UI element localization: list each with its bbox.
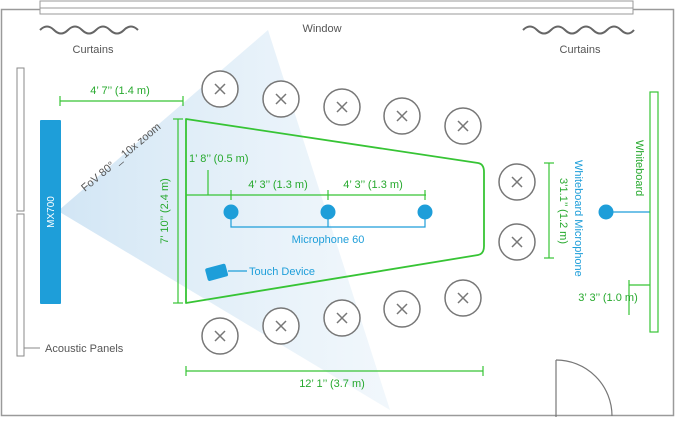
microphone-60-array bbox=[223, 204, 433, 228]
whiteboard-label: Whiteboard bbox=[633, 140, 645, 196]
microphone-dot-icon bbox=[320, 204, 336, 220]
dimension-whiteboard-mic-distance-label: 3’ 3’’ (1.0 m) bbox=[578, 292, 638, 304]
chairs-table-end bbox=[498, 163, 536, 261]
mx700-label: MX700 bbox=[46, 196, 57, 228]
chair-icon bbox=[262, 80, 300, 118]
dimension-whiteboard-mic-height bbox=[544, 162, 554, 259]
dimension-mic-spacing-1-label: 4’ 3’’ (1.3 m) bbox=[248, 179, 308, 191]
curtains-left-label: Curtains bbox=[73, 44, 114, 56]
door-swing-icon bbox=[555, 359, 613, 417]
chairs-top-row bbox=[201, 70, 482, 145]
conference-table bbox=[185, 118, 485, 304]
chair-icon bbox=[201, 70, 239, 108]
touch-device bbox=[205, 263, 247, 281]
camera-field-of-view bbox=[58, 30, 390, 410]
whiteboard-microphone bbox=[598, 204, 650, 220]
window-label: Window bbox=[302, 23, 341, 35]
whiteboard-microphone-label: Whiteboard Microphone bbox=[572, 160, 584, 277]
chair-icon bbox=[444, 107, 482, 145]
tablet-icon bbox=[205, 263, 228, 281]
dimension-camera-to-table bbox=[59, 96, 184, 106]
chair-icon bbox=[201, 317, 239, 355]
dimension-mic-offset-label: 1’ 8’’ (0.5 m) bbox=[189, 153, 249, 165]
chair-icon bbox=[444, 279, 482, 317]
dimension-camera-to-table-label: 4’ 7’’ (1.4 m) bbox=[90, 85, 150, 97]
microphone-60-label: Microphone 60 bbox=[292, 234, 365, 246]
chair-icon bbox=[383, 290, 421, 328]
acoustic-panels bbox=[16, 67, 25, 357]
microphone-dot-icon bbox=[598, 204, 614, 220]
dimension-table-length bbox=[185, 366, 484, 376]
mx700-camera bbox=[40, 120, 61, 304]
chair-icon bbox=[498, 223, 536, 261]
chair-icon bbox=[383, 97, 421, 135]
chair-icon bbox=[323, 299, 361, 337]
whiteboard bbox=[649, 91, 659, 333]
window bbox=[39, 0, 634, 15]
touch-device-label: Touch Device bbox=[249, 266, 315, 278]
acoustic-panels-label: Acoustic Panels bbox=[45, 343, 124, 355]
dimension-mic-spacing-2-label: 4’ 3’’ (1.3 m) bbox=[343, 179, 403, 191]
dimension-mic-offset bbox=[186, 170, 426, 200]
dimension-table-length-label: 12’ 1’’ (3.7 m) bbox=[299, 378, 365, 390]
microphone-dot-icon bbox=[223, 204, 239, 220]
microphone-dot-icon bbox=[417, 204, 433, 220]
chairs-bottom-row bbox=[201, 279, 482, 355]
chair-icon bbox=[262, 307, 300, 345]
dimension-table-width-label: 7’ 10’’ (2.4 m) bbox=[159, 178, 171, 244]
dimension-whiteboard-mic-distance bbox=[628, 280, 650, 315]
curtains-right-label: Curtains bbox=[560, 44, 601, 56]
dimension-table-width bbox=[173, 118, 183, 304]
chair-icon bbox=[498, 163, 536, 201]
curtains-left-icon bbox=[39, 25, 139, 35]
curtains-right-icon bbox=[522, 25, 635, 35]
dimension-whiteboard-mic-height-label: 3’1.1’’ (1.2 m) bbox=[557, 178, 569, 244]
chair-icon bbox=[323, 88, 361, 126]
